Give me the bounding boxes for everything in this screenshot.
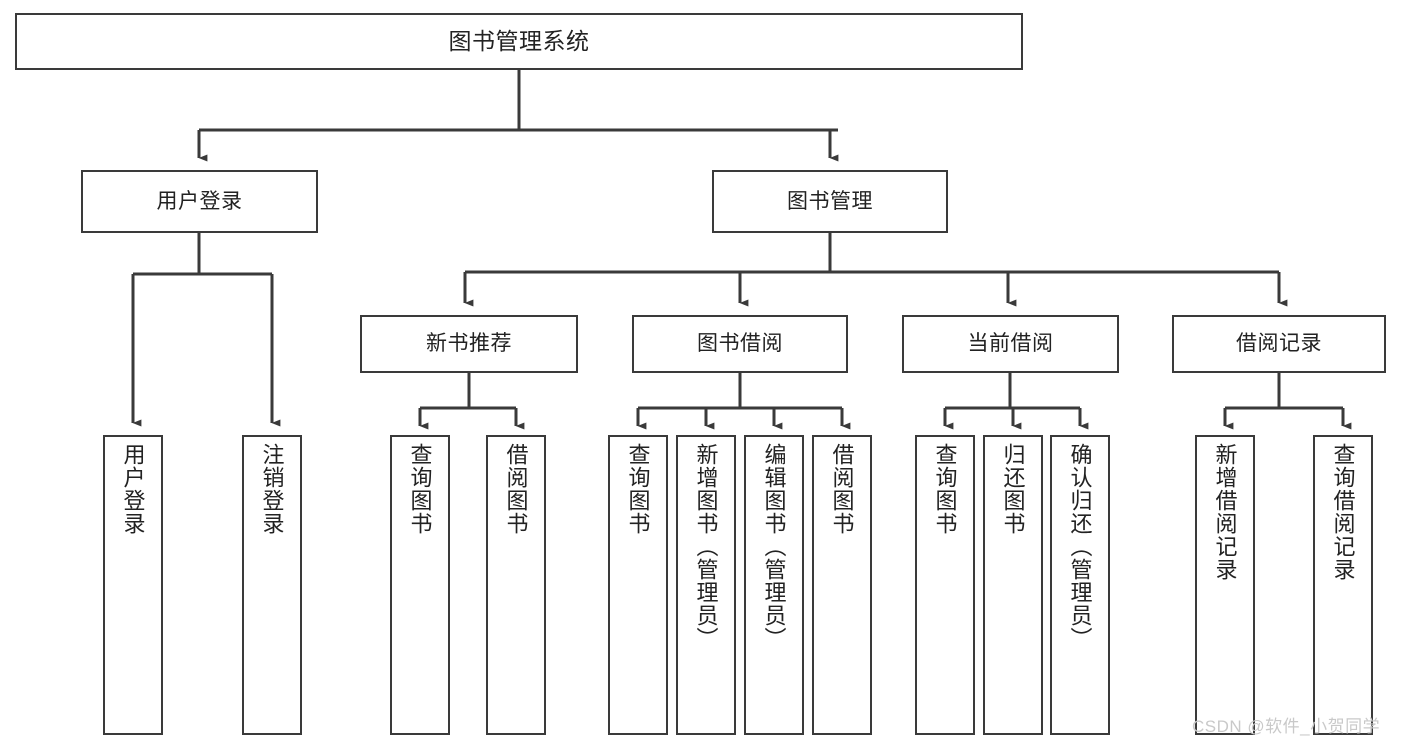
csdn-watermark: CSDN @软件_小贺同学: [1192, 717, 1381, 736]
node-label: 归还图书: [1000, 443, 1026, 535]
node-label: 当前借阅: [967, 332, 1054, 356]
leaf-borrow-book[interactable]: 借阅图书: [812, 435, 872, 735]
node-label: 确认归还（管理员）: [1067, 443, 1093, 650]
node-label: 图书管理: [787, 189, 873, 213]
node-label: 新增借阅记录: [1212, 443, 1238, 581]
leaf-add-book-admin[interactable]: 新增图书（管理员）: [676, 435, 736, 735]
node-label: 借阅图书: [829, 443, 855, 535]
node-label: 借阅图书: [503, 443, 529, 535]
leaf-add-borrow-record[interactable]: 新增借阅记录: [1195, 435, 1255, 735]
node-label: 查询图书: [932, 443, 958, 535]
node-label: 图书管理系统: [448, 27, 590, 54]
node-new-book-recommend[interactable]: 新书推荐: [360, 315, 578, 373]
leaf-borrow-book-new-recommend[interactable]: 借阅图书: [486, 435, 546, 735]
node-label: 查询图书: [407, 443, 433, 535]
node-current-borrow[interactable]: 当前借阅: [902, 315, 1119, 373]
node-label: 查询借阅记录: [1330, 443, 1356, 581]
node-label: 用户登录: [120, 443, 146, 535]
node-label: 借阅记录: [1236, 332, 1322, 356]
leaf-query-book-current[interactable]: 查询图书: [915, 435, 975, 735]
leaf-user-login[interactable]: 用户登录: [103, 435, 163, 735]
node-book-borrow[interactable]: 图书借阅: [632, 315, 848, 373]
leaf-confirm-return-admin[interactable]: 确认归还（管理员）: [1050, 435, 1110, 735]
leaf-return-book[interactable]: 归还图书: [983, 435, 1043, 735]
node-user-login[interactable]: 用户登录: [81, 170, 318, 233]
node-label: 图书借阅: [697, 332, 783, 356]
node-book-management[interactable]: 图书管理: [712, 170, 948, 233]
node-root-book-management-system[interactable]: 图书管理系统: [15, 13, 1023, 70]
node-label: 用户登录: [156, 189, 243, 213]
leaf-logout[interactable]: 注销登录: [242, 435, 302, 735]
node-borrow-record[interactable]: 借阅记录: [1172, 315, 1386, 373]
node-label: 新书推荐: [426, 332, 512, 356]
node-label: 编辑图书（管理员）: [761, 443, 787, 650]
node-label: 注销登录: [259, 443, 285, 535]
node-label: 查询图书: [625, 443, 651, 535]
leaf-query-book-borrow[interactable]: 查询图书: [608, 435, 668, 735]
node-label: 新增图书（管理员）: [693, 443, 719, 650]
leaf-query-book-new-recommend[interactable]: 查询图书: [390, 435, 450, 735]
leaf-query-borrow-record[interactable]: 查询借阅记录: [1313, 435, 1373, 735]
leaf-edit-book-admin[interactable]: 编辑图书（管理员）: [744, 435, 804, 735]
